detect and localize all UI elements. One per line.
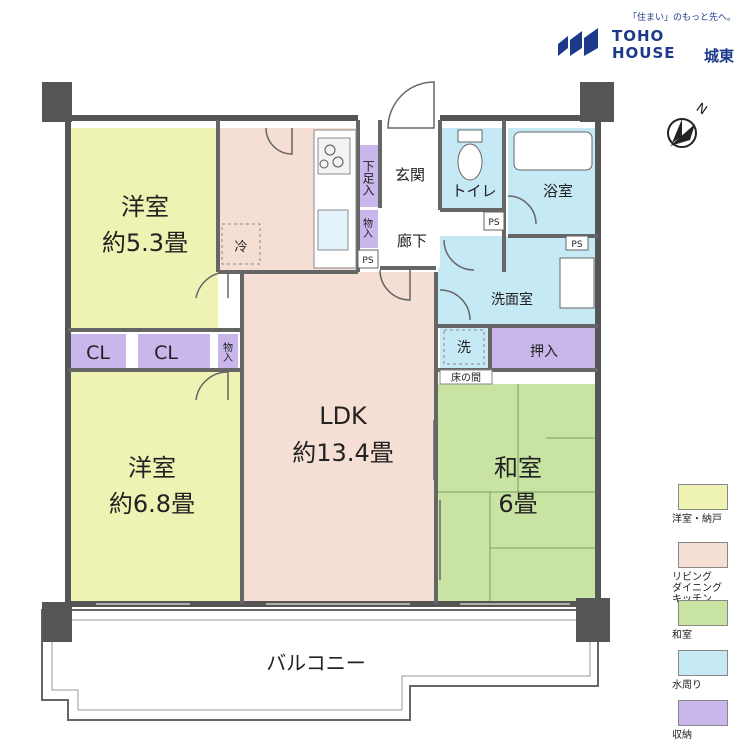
legend-label: 収納 <box>672 730 692 741</box>
refrigerator-label: 冷 <box>234 240 247 255</box>
ps-label-3: PS <box>571 240 582 250</box>
western-room-1-name: 洋室 <box>121 193 169 221</box>
doors <box>195 81 537 401</box>
balcony-label: バルコニー <box>266 651 366 675</box>
bathroom-label: 浴室 <box>543 182 573 200</box>
legend-swatch <box>678 600 728 626</box>
washer-fill <box>440 328 490 368</box>
ldk-fill <box>244 272 434 602</box>
sliding-doors <box>96 420 570 605</box>
oshiire-fill <box>492 328 598 370</box>
ps-label-1: PS <box>362 256 373 266</box>
hallway-label: 廊下 <box>397 232 427 250</box>
ldk-area: 約13.4畳 <box>292 439 393 467</box>
closet-1-fill <box>70 334 126 368</box>
western-room-1-area: 約5.3畳 <box>102 229 188 257</box>
legend-item: 和室 <box>672 600 744 650</box>
closet-2-label: CL <box>154 342 178 364</box>
compass-north-label: N <box>693 101 710 119</box>
tokonoma-label: 床の間 <box>451 371 481 384</box>
ps-box-1 <box>357 249 379 269</box>
legend-item: 水周り <box>672 650 744 700</box>
legend-swatch <box>678 484 728 510</box>
japanese-room-area: 6畳 <box>498 490 537 518</box>
ldk-name: LDK <box>319 402 368 430</box>
refrigerator-space <box>221 223 261 265</box>
legend-label: リビング ダイニング キッチン <box>672 572 722 605</box>
legend-item: 収納 <box>672 700 744 744</box>
western-room-2-name: 洋室 <box>128 454 176 482</box>
legend-swatch <box>678 542 728 568</box>
ps-box-2 <box>483 211 505 231</box>
brand-branch: 城東 <box>704 47 735 65</box>
color-legend: 洋室・納戸 リビング ダイニング キッチン 和室 水周り 収納 <box>672 484 744 744</box>
legend-item: リビング ダイニング キッチン <box>672 542 744 605</box>
toilet-fixture <box>457 129 483 181</box>
ps-box-3 <box>565 235 589 251</box>
tatami-lines <box>438 384 598 602</box>
storage-2-label: 物入 <box>361 217 373 238</box>
western-room-1-fill <box>68 128 218 328</box>
legend-label: 水周り <box>672 680 702 691</box>
structural-columns <box>42 82 614 642</box>
washing-machine-space <box>443 329 485 365</box>
toilet-label: トイレ <box>451 182 496 200</box>
entrance-fill <box>382 128 440 268</box>
closet-2-fill <box>138 334 210 368</box>
oshiire-label: 押入 <box>530 344 558 360</box>
shoe-storage-label: 下足入 <box>361 160 375 196</box>
storage-2-fill <box>358 210 378 248</box>
north-arrow-icon: N <box>667 101 710 148</box>
legend-swatch <box>678 650 728 676</box>
western-room-2-fill <box>68 370 240 602</box>
legend-item: 洋室・納戸 <box>672 484 744 542</box>
closet-1-label: CL <box>86 342 110 364</box>
legend-label: 洋室・納戸 <box>672 514 722 525</box>
brand-tagline: 「住まい」のもっと先へ。 <box>628 13 737 23</box>
storage-1-fill <box>218 334 238 368</box>
brand-name: TOHO HOUSE <box>612 27 676 62</box>
entrance-label: 玄関 <box>395 166 425 184</box>
shoe-storage-fill <box>358 145 380 207</box>
storage-1-label: 物入 <box>221 341 233 362</box>
toho-house-logo-icon <box>558 28 598 56</box>
washing-machine-label: 洗 <box>457 340 471 356</box>
legend-swatch <box>678 700 728 726</box>
kitchen-counter <box>313 129 357 269</box>
tokonoma-area <box>439 369 493 385</box>
ps-label-2: PS <box>488 218 499 228</box>
washroom-label: 洗面室 <box>491 291 533 308</box>
wash-basin <box>559 257 595 309</box>
legend-label: 和室 <box>672 630 692 641</box>
western-room-2-area: 約6.8畳 <box>109 490 195 518</box>
bathtub <box>513 131 593 171</box>
japanese-room-name: 和室 <box>494 454 542 482</box>
interior-walls <box>68 120 598 604</box>
